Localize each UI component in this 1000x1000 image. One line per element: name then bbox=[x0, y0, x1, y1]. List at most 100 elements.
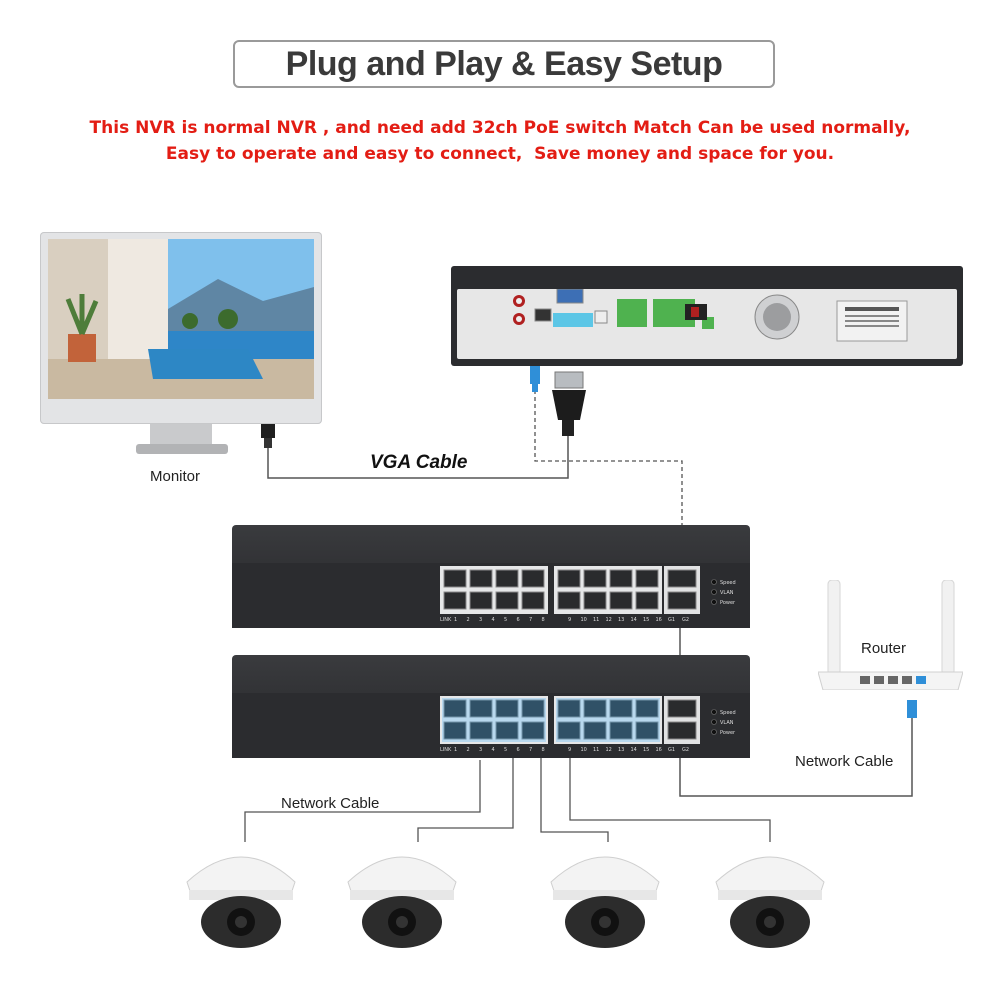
ethernet-port bbox=[583, 721, 607, 740]
ethernet-port bbox=[557, 699, 581, 718]
uplink-port bbox=[667, 591, 697, 610]
uplink-port bbox=[667, 721, 697, 740]
camera3-cable-line bbox=[540, 758, 609, 842]
ethernet-port bbox=[495, 721, 519, 740]
ethernet-port bbox=[469, 699, 493, 718]
ethernet-port bbox=[495, 591, 519, 610]
port-number-label: 12 bbox=[606, 747, 612, 753]
port-number-label: 3 bbox=[479, 617, 482, 623]
ethernet-port bbox=[583, 569, 607, 588]
port-number-label: 9 bbox=[568, 747, 571, 753]
port-number-label: 14 bbox=[631, 617, 637, 623]
rj45-plug-icon bbox=[530, 366, 540, 392]
ethernet-port bbox=[443, 721, 467, 740]
ethernet-port bbox=[495, 569, 519, 588]
nvr-icon bbox=[451, 266, 963, 366]
port-number-label: 7 bbox=[529, 747, 532, 753]
title-box: Plug and Play & Easy Setup bbox=[233, 40, 775, 88]
ethernet-port bbox=[583, 699, 607, 718]
ethernet-port bbox=[609, 721, 633, 740]
ethernet-port bbox=[635, 721, 659, 740]
uplink-port bbox=[667, 569, 697, 588]
port-number-label: 5 bbox=[504, 617, 507, 623]
ethernet-port bbox=[521, 699, 545, 718]
router-icon bbox=[817, 579, 964, 691]
port-number-label: 6 bbox=[517, 747, 520, 753]
dome-camera-icon bbox=[344, 842, 460, 950]
ethernet-port bbox=[609, 591, 633, 610]
ethernet-port bbox=[583, 591, 607, 610]
camera4-cable-line bbox=[569, 758, 771, 842]
camera2-cable-line bbox=[417, 758, 514, 842]
port-number-label: 2 bbox=[467, 747, 470, 753]
monitor-icon bbox=[40, 232, 322, 454]
monitor-screen-image bbox=[48, 239, 314, 399]
port-number-label: 10 bbox=[581, 617, 587, 623]
ethernet-port bbox=[609, 569, 633, 588]
ethernet-port bbox=[635, 591, 659, 610]
camera1-cable-line bbox=[244, 760, 481, 842]
uplink-port bbox=[667, 699, 697, 718]
port-number-label: 16 bbox=[656, 747, 662, 753]
uplink-label: G2 bbox=[682, 747, 689, 753]
port-number-label: 9 bbox=[568, 617, 571, 623]
ethernet-port bbox=[635, 699, 659, 718]
port-number-label: 10 bbox=[581, 747, 587, 753]
router-cable-line bbox=[679, 718, 913, 797]
vga-cable-label: VGA Cable bbox=[370, 452, 468, 473]
link-label: LINK bbox=[440, 617, 452, 623]
port-number-label: 1 bbox=[454, 747, 457, 753]
ethernet-port bbox=[469, 721, 493, 740]
ethernet-port bbox=[469, 591, 493, 610]
led-label: VLAN bbox=[720, 590, 734, 596]
led-label: Speed bbox=[720, 580, 736, 586]
ethernet-port bbox=[521, 721, 545, 740]
network-cable-label-left: Network Cable bbox=[281, 795, 380, 812]
uplink-label: G1 bbox=[668, 747, 675, 753]
ethernet-port bbox=[521, 591, 545, 610]
port-number-label: 14 bbox=[631, 747, 637, 753]
dome-camera-icon bbox=[712, 842, 828, 950]
ethernet-port bbox=[443, 699, 467, 718]
uplink-label: G1 bbox=[668, 617, 675, 623]
ethernet-port bbox=[557, 721, 581, 740]
led-label: Speed bbox=[720, 710, 736, 716]
subtitle-line-1: This NVR is normal NVR , and need add 32… bbox=[89, 118, 911, 138]
port-number-label: 8 bbox=[542, 617, 545, 623]
led-label: VLAN bbox=[720, 720, 734, 726]
ethernet-port bbox=[469, 569, 493, 588]
port-number-label: 13 bbox=[618, 747, 624, 753]
port-number-label: 1 bbox=[454, 617, 457, 623]
port-number-label: 2 bbox=[467, 617, 470, 623]
ethernet-port bbox=[635, 569, 659, 588]
port-number-label: 4 bbox=[492, 617, 495, 623]
router-label: Router bbox=[861, 640, 907, 657]
nvr-lan-dashed-line bbox=[534, 390, 683, 548]
port-number-label: 16 bbox=[656, 617, 662, 623]
rj45-plug-icon bbox=[907, 700, 917, 718]
ethernet-port bbox=[521, 569, 545, 588]
port-number-label: 5 bbox=[504, 747, 507, 753]
ethernet-port bbox=[609, 699, 633, 718]
port-number-label: 4 bbox=[492, 747, 495, 753]
port-number-label: 13 bbox=[618, 617, 624, 623]
vga-cable-line bbox=[267, 436, 569, 479]
network-cable-label-right: Network Cable bbox=[795, 753, 894, 770]
ethernet-port bbox=[557, 591, 581, 610]
port-number-label: 7 bbox=[529, 617, 532, 623]
port-number-label: 11 bbox=[593, 747, 599, 753]
port-number-label: 12 bbox=[606, 617, 612, 623]
port-number-label: 3 bbox=[479, 747, 482, 753]
vga-plug-icon bbox=[552, 371, 586, 436]
port-number-label: 15 bbox=[643, 617, 649, 623]
port-number-label: 15 bbox=[643, 747, 649, 753]
subtitle-line-2: Easy to operate and easy to connect, Sav… bbox=[165, 144, 835, 164]
vga-plug-icon bbox=[261, 420, 275, 448]
ethernet-port bbox=[443, 591, 467, 610]
led-label: Power bbox=[720, 730, 736, 736]
